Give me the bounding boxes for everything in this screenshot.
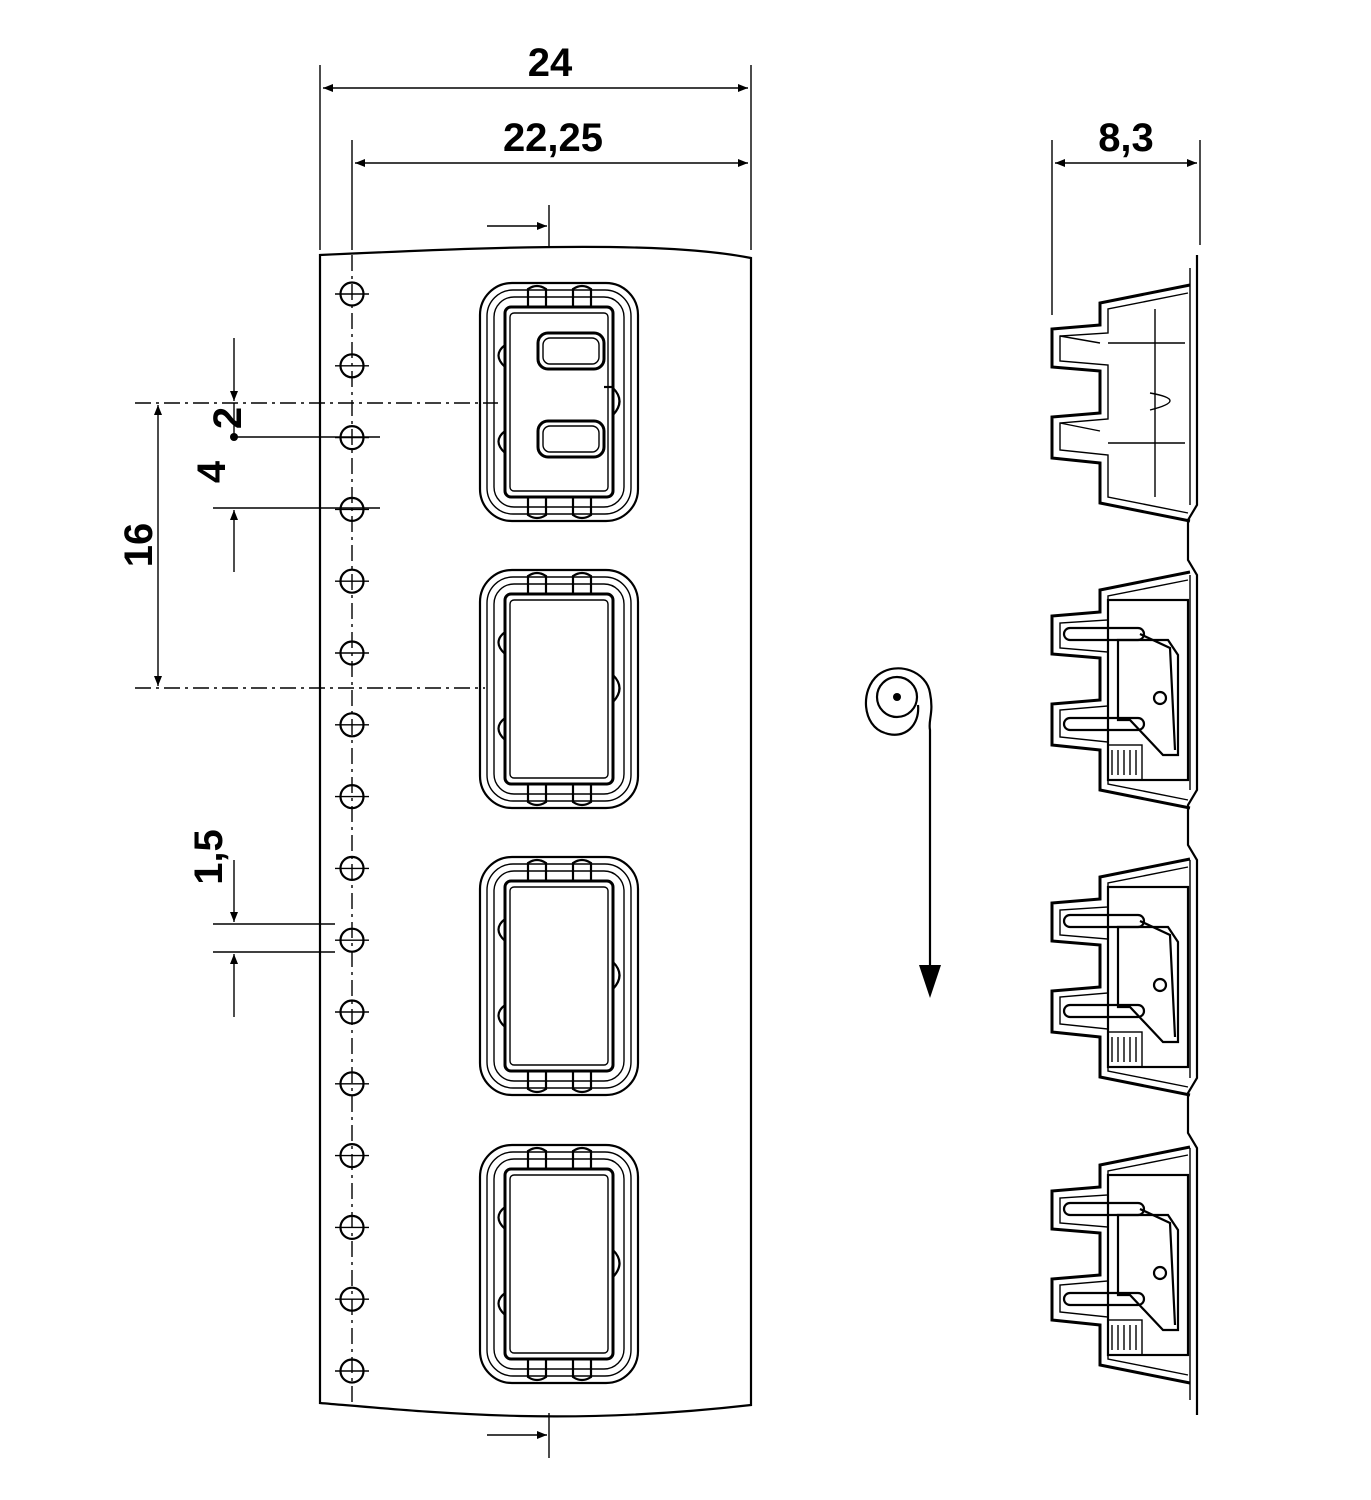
sprocket-holes bbox=[335, 281, 369, 1384]
dim-label-pocket-pitch: 16 bbox=[117, 523, 161, 568]
component-opening bbox=[536, 331, 606, 371]
dimension-hole-to-edge: 22,25 bbox=[351, 116, 748, 250]
tape-pocket bbox=[478, 281, 640, 523]
component-contact bbox=[1116, 925, 1180, 1044]
tape-side-view bbox=[1050, 255, 1199, 1415]
dim-label-hole-offset: 2 bbox=[206, 407, 250, 429]
dimension-hole-diameter: 1,5 bbox=[187, 829, 335, 1017]
dim-label-component-height: 8,3 bbox=[1098, 116, 1154, 160]
side-pocket bbox=[1050, 283, 1191, 523]
side-pocket bbox=[1050, 570, 1191, 810]
side-pocket bbox=[1050, 857, 1191, 1097]
component-contact bbox=[1116, 1213, 1180, 1332]
dimension-component-height: 8,3 bbox=[1051, 116, 1201, 315]
dim-label-hole-pitch: 4 bbox=[190, 460, 234, 483]
component-body bbox=[1106, 598, 1190, 782]
component-body bbox=[1106, 1173, 1190, 1357]
dim-label-hole-to-edge: 22,25 bbox=[503, 116, 603, 160]
tape-pocket bbox=[478, 1143, 640, 1385]
dimension-tape-width: 24 bbox=[319, 41, 752, 250]
component-pin bbox=[1062, 1201, 1146, 1217]
reel-direction-icon bbox=[864, 667, 941, 998]
dim-label-hole-diameter: 1,5 bbox=[187, 829, 231, 885]
component-opening bbox=[536, 419, 606, 459]
component-body bbox=[1106, 885, 1190, 1069]
component-pin bbox=[1062, 626, 1146, 642]
dimension-hole-pitch: 4 bbox=[190, 460, 238, 572]
pocket-center-mark-bottom bbox=[487, 1413, 550, 1458]
tape-pocket bbox=[478, 855, 640, 1097]
dim-label-tape-width: 24 bbox=[528, 41, 573, 85]
tape-pockets bbox=[478, 281, 640, 1385]
cover-tape bbox=[1186, 255, 1199, 1415]
component-pin bbox=[1062, 1003, 1146, 1019]
pocket-center-mark-top bbox=[487, 205, 550, 248]
component-pin bbox=[1062, 716, 1146, 732]
tape-pocket bbox=[478, 568, 640, 810]
side-pocket bbox=[1050, 1145, 1191, 1385]
dimension-pocket-pitch: 16 bbox=[117, 405, 162, 686]
component-contact bbox=[1116, 638, 1180, 757]
component-pin bbox=[1062, 913, 1146, 929]
carrier-tape bbox=[318, 245, 753, 1418]
dimension-hole-offset: 2 bbox=[206, 338, 250, 441]
component-pin bbox=[1062, 1291, 1146, 1307]
